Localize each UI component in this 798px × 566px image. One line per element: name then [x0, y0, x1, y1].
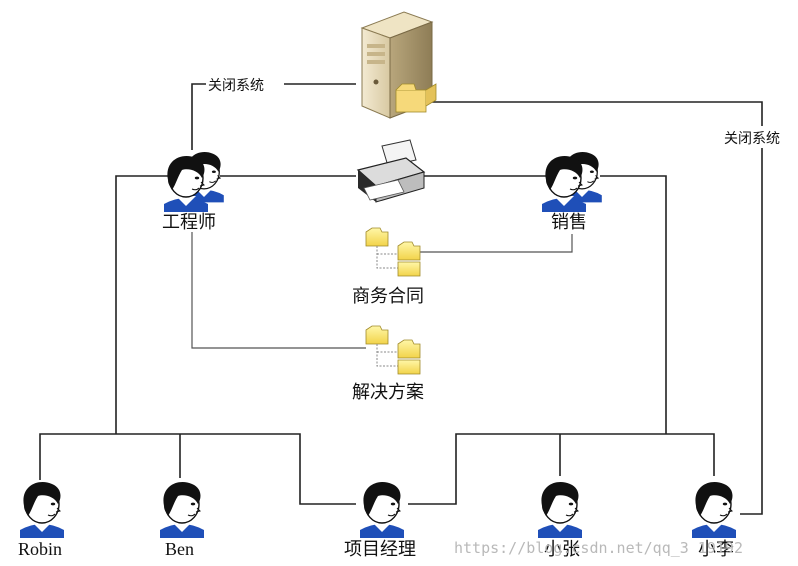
edge-sales-bus [600, 175, 667, 434]
edge-engineer-server [191, 83, 356, 150]
edge-bus-team-left [39, 433, 356, 505]
xiaoli-node[interactable]: 小李 [691, 481, 737, 560]
edge-engineer-bus [115, 175, 168, 434]
user-icon [691, 481, 737, 539]
server-icon [360, 11, 437, 119]
ben-label: Ben [165, 539, 194, 559]
server-node [360, 11, 437, 119]
solutions-label: 解决方案 [352, 382, 424, 403]
folder-tree-icon [365, 325, 421, 375]
contracts-node[interactable]: 商务合同 [352, 227, 424, 307]
edge-engineer-solutions [191, 232, 366, 349]
user-group-icon [163, 151, 225, 213]
robin-node[interactable]: Robin [18, 481, 65, 559]
edge-bus-team-right [408, 433, 715, 505]
edge-label-server-xiaoli: 关闭系统 [724, 131, 780, 147]
sales-label: 销售 [551, 212, 587, 233]
printer-icon [356, 139, 426, 203]
solutions-node[interactable]: 解决方案 [352, 325, 424, 403]
engineer-label: 工程师 [162, 212, 216, 233]
ben-node[interactable]: Ben [159, 481, 205, 559]
edge-server-xiaoli [432, 101, 763, 515]
engineer-node[interactable]: 工程师 [162, 151, 225, 233]
user-icon [537, 481, 583, 539]
robin-label: Robin [18, 539, 62, 559]
watermark-text: https://blog.csdn.net/qq_3 19192 [454, 539, 743, 557]
xiaozhang-node[interactable]: 小张 [537, 481, 583, 560]
edge-label-engineer-server: 关闭系统 [208, 78, 264, 94]
printer-node [356, 139, 426, 203]
manager-label: 项目经理 [344, 539, 416, 560]
sales-node[interactable]: 销售 [541, 151, 603, 233]
user-icon [359, 481, 405, 539]
user-icon [159, 481, 205, 539]
contracts-label: 商务合同 [352, 286, 424, 307]
user-icon [19, 481, 65, 539]
folder-tree-icon [365, 227, 421, 277]
edge-sales-contracts [420, 234, 573, 253]
xiaozhang-label: 小张 [544, 539, 580, 560]
user-group-icon [541, 151, 603, 213]
xiaoli-label: 小李 [698, 539, 734, 560]
manager-node[interactable]: 项目经理 [344, 481, 416, 560]
connections [39, 83, 763, 515]
